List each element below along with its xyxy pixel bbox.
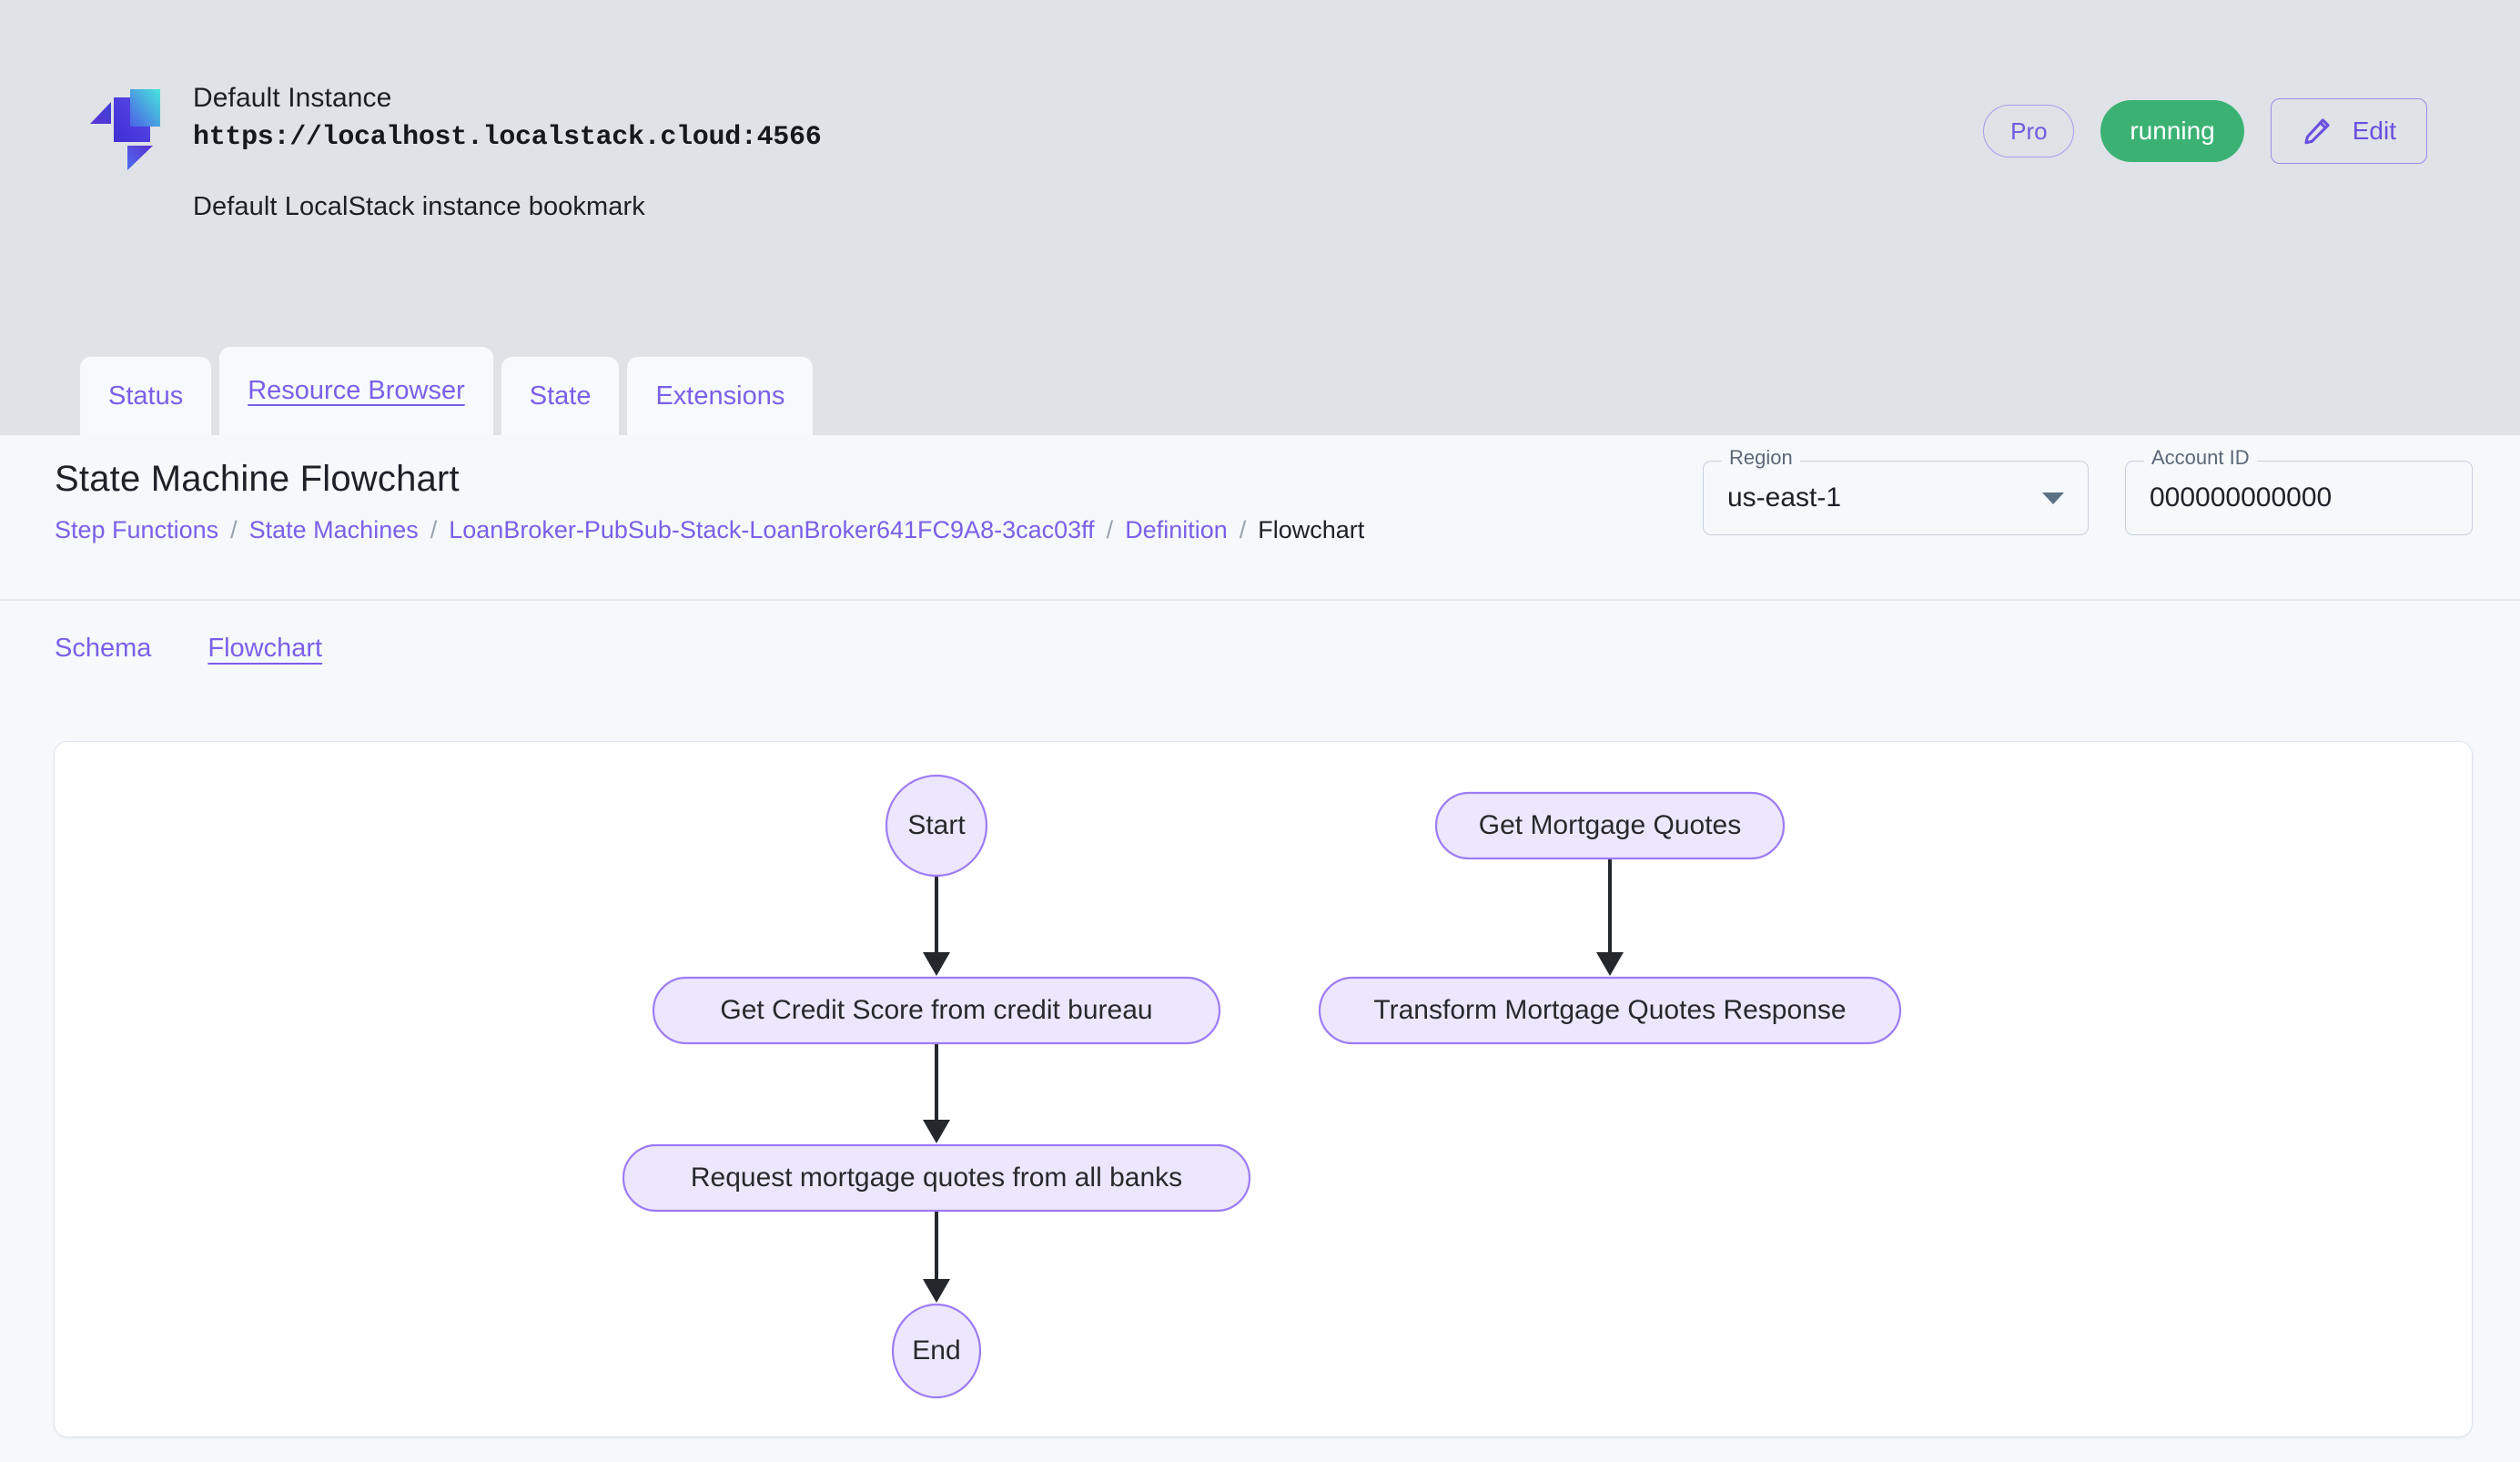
- tab-resource-browser[interactable]: Resource Browser: [219, 347, 493, 435]
- flowchart-node-quotes[interactable]: Get Mortgage Quotes: [1434, 791, 1786, 860]
- chevron-down-icon: [2042, 492, 2064, 504]
- tab-status-label: Status: [108, 381, 184, 411]
- region-value: us-east-1: [1727, 482, 1842, 513]
- tab-extensions-label: Extensions: [655, 381, 785, 411]
- edit-button[interactable]: Edit: [2270, 98, 2427, 164]
- instance-description: Default LocalStack instance bookmark: [193, 191, 645, 221]
- tab-resource-browser-label: Resource Browser: [248, 376, 465, 405]
- flowchart-node-credit[interactable]: Get Credit Score from credit bureau: [652, 976, 1221, 1045]
- flowchart-node-shape: [1434, 791, 1786, 860]
- status-badge[interactable]: running: [2100, 100, 2244, 162]
- subtab-flowchart[interactable]: Flowchart: [207, 633, 323, 663]
- flowchart-node-shape: [891, 1303, 982, 1399]
- flowchart-node-label: Start: [907, 810, 966, 840]
- flowchart-node-label: Transform Mortgage Quotes Response: [1373, 995, 1846, 1025]
- flowchart-node-label: End: [912, 1335, 960, 1366]
- flowchart-node-shape: [622, 1143, 1251, 1213]
- instance-summary: Default Instance https://localhost.local…: [80, 71, 822, 222]
- breadcrumb-separator: /: [430, 516, 438, 543]
- tab-extensions[interactable]: Extensions: [627, 357, 814, 435]
- tab-state[interactable]: State: [501, 357, 620, 435]
- tab-status[interactable]: Status: [80, 357, 212, 435]
- breadcrumb: Step Functions / State Machines / LoanBr…: [55, 516, 1364, 544]
- flowchart-node-label: Get Mortgage Quotes: [1479, 810, 1742, 840]
- account-id-input[interactable]: Account ID 000000000000: [2125, 448, 2473, 535]
- page-header: State Machine Flowchart Step Functions /…: [0, 435, 2520, 599]
- subtab-schema[interactable]: Schema: [55, 633, 152, 663]
- breadcrumb-separator: /: [1106, 516, 1114, 543]
- breadcrumb-item-step-functions[interactable]: Step Functions: [55, 516, 219, 543]
- breadcrumb-separator: /: [230, 516, 238, 543]
- flowchart-node-shape: [885, 774, 988, 878]
- instance-url: https://localhost.localstack.cloud:4566: [193, 122, 822, 153]
- breadcrumb-item-flowchart: Flowchart: [1258, 516, 1365, 543]
- localstack-logo-icon: [80, 82, 166, 177]
- breadcrumb-item-state-machines[interactable]: State Machines: [248, 516, 419, 543]
- flowchart-node-shape: [1318, 976, 1902, 1045]
- instance-header: Default Instance https://localhost.local…: [0, 0, 2520, 435]
- content-panel: State Machine Flowchart Step Functions /…: [0, 435, 2520, 1462]
- flowchart-node-shape: [652, 976, 1221, 1045]
- flowchart-node-label: Request mortgage quotes from all banks: [691, 1162, 1182, 1193]
- region-select[interactable]: Region us-east-1: [1703, 448, 2089, 535]
- section-divider: [0, 599, 2520, 601]
- breadcrumb-item-definition[interactable]: Definition: [1125, 516, 1228, 543]
- breadcrumb-item-state-machine-name[interactable]: LoanBroker-PubSub-Stack-LoanBroker641FC9…: [449, 516, 1095, 543]
- primary-tabs: Status Resource Browser State Extensions: [80, 347, 814, 435]
- pencil-icon: [2302, 116, 2333, 147]
- flowchart-arrowhead: [923, 952, 950, 976]
- account-id-value: 000000000000: [2150, 482, 2333, 513]
- instance-name: Default Instance: [193, 83, 392, 113]
- account-id-label: Account ID: [2144, 448, 2257, 468]
- flowchart-arrowhead: [923, 1120, 950, 1143]
- page-title: State Machine Flowchart: [55, 459, 460, 499]
- flowchart-arrowhead: [923, 1279, 950, 1303]
- pro-badge[interactable]: Pro: [1983, 105, 2075, 157]
- secondary-tabs: Schema Flowchart: [0, 601, 2520, 696]
- flowchart-edges: [923, 858, 1624, 1303]
- flowchart-node-label: Get Credit Score from credit bureau: [720, 995, 1152, 1025]
- breadcrumb-separator: /: [1239, 516, 1247, 543]
- flowchart-arrowhead: [1596, 952, 1624, 976]
- flowchart-node-start[interactable]: Start: [885, 774, 988, 878]
- filter-fields: Region us-east-1 Account ID 000000000000: [1703, 448, 2473, 535]
- flowchart-node-transform[interactable]: Transform Mortgage Quotes Response: [1318, 976, 1902, 1045]
- header-actions: Pro running Edit: [1983, 98, 2427, 164]
- edit-button-label: Edit: [2352, 117, 2396, 145]
- flowchart-node-end[interactable]: End: [891, 1303, 982, 1399]
- flowchart-node-request[interactable]: Request mortgage quotes from all banks: [622, 1143, 1251, 1213]
- tab-state-label: State: [529, 381, 592, 411]
- region-label: Region: [1722, 448, 1800, 468]
